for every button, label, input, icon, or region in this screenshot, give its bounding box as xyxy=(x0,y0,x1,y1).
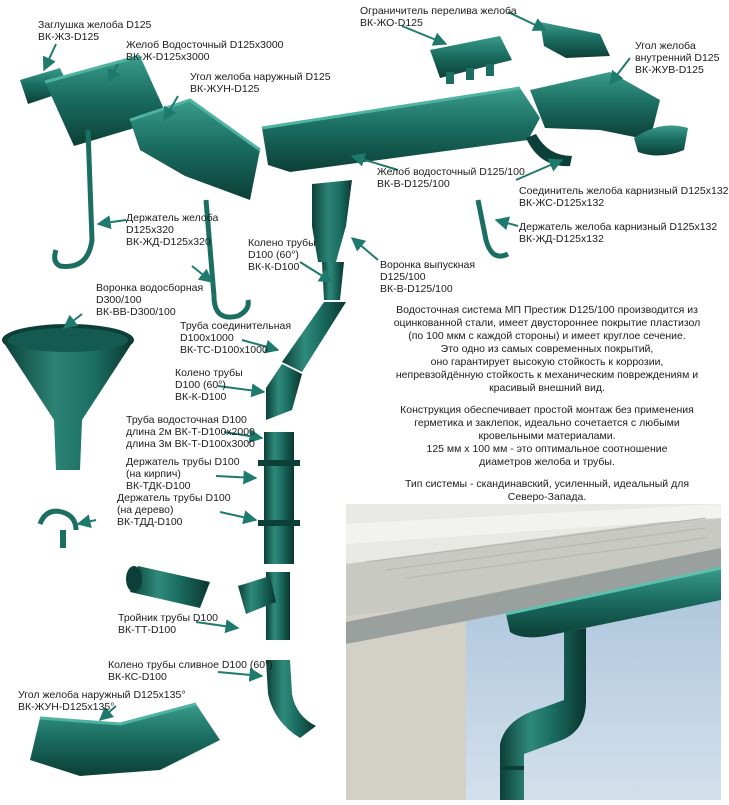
pipe-holder-part xyxy=(37,508,79,548)
label-gutter-3000-code: ВК-Ж-D125x3000 xyxy=(126,51,210,63)
description-paragraph-1: Водосточная система МП Престиж D125/100 … xyxy=(393,304,701,394)
label-outlet-funnel-code: ВК-В-D125/100 xyxy=(380,283,453,295)
eaves-connector-part xyxy=(526,134,572,167)
label-inner-corner-title: Угол желоба внутренний D125 xyxy=(635,40,720,64)
drain-elbow-part xyxy=(266,660,316,738)
label-pipe-elbow-mid: Колено трубы D100 (60°)ВК-К-D100 xyxy=(175,367,243,403)
end-cap-right xyxy=(634,125,688,156)
end-cap-part xyxy=(20,68,70,104)
label-outer-corner-code: ВК-ЖУН-D125 xyxy=(190,83,260,95)
label-connecting-pipe-title: Труба соединительная D100x1000 xyxy=(180,320,292,344)
pointer-arrows xyxy=(42,11,631,721)
label-downpipe-title: Труба водосточная D100 длина 2м ВК-Т-D10… xyxy=(126,414,255,438)
label-downpipe: Труба водосточная D100 длина 2м ВК-Т-D10… xyxy=(126,414,255,450)
collector-funnel-part xyxy=(2,324,134,470)
label-drain-elbow-code: ВК-КС-D100 xyxy=(108,671,167,683)
label-collector-funnel-code: ВК-ВВ-D300/100 xyxy=(96,306,176,318)
label-outer-corner-135: Угол желоба наружный D125x135°ВК-ЖУН-D12… xyxy=(18,689,186,713)
label-pipe-elbow-mid-code: ВК-К-D100 xyxy=(175,391,227,403)
label-overflow-limiter-title: Ограничитель перелива желоба xyxy=(360,5,517,17)
outer-corner-135-part xyxy=(30,702,220,776)
connecting-pipe-part xyxy=(282,302,346,372)
eaves-holder-part xyxy=(475,199,510,259)
outer-corner-part xyxy=(129,98,261,200)
label-connecting-pipe-code: ВК-ТС-D100x1000 xyxy=(180,344,268,356)
inner-corner-part xyxy=(530,72,660,140)
label-gutter-holder-title: Держатель желоба D125x320 xyxy=(126,212,219,236)
outlet-funnel-part xyxy=(312,180,352,262)
label-gutter-125-100-title: Желоб водосточный D125/100 xyxy=(377,166,525,178)
label-holder-brick: Держатель трубы D100 (на кирпич)ВК-ТДК-D… xyxy=(126,456,240,492)
label-holder-brick-code: ВК-ТДК-D100 xyxy=(126,480,191,492)
label-outlet-funnel-title: Воронка выпускная D125/100 xyxy=(380,259,476,283)
label-eaves-connector-title: Соединитель желоба карнизный D125x132 xyxy=(519,185,729,197)
label-eaves-holder-code: ВК-ЖД-D125x132 xyxy=(519,233,604,245)
label-outer-corner-135-title: Угол желоба наружный D125x135° xyxy=(18,689,186,701)
gutter-holder-part-2 xyxy=(203,199,251,320)
label-end-cap-title: Заглушка желоба D125 xyxy=(38,19,152,31)
label-downpipe-code: длина 3м ВК-Т-D100x3000 xyxy=(126,438,255,450)
tee-part xyxy=(238,572,290,640)
label-tee-code: ВК-ТТ-D100 xyxy=(118,624,177,636)
description-paragraph-3: Тип системы - скандинавский, усиленный, … xyxy=(404,478,690,503)
description-paragraph-2: Конструкция обеспечивает простой монтаж … xyxy=(400,404,694,468)
installed-gutter-photo xyxy=(346,504,722,800)
gutter-125-100-part xyxy=(261,86,540,172)
label-drain-elbow: Колено трубы сливное D100 (60°)ВК-КС-D10… xyxy=(108,659,273,683)
overflow-limiter-part xyxy=(430,36,512,84)
label-eaves-connector-code: ВК-ЖС-D125x132 xyxy=(519,197,605,209)
label-pipe-elbow-top-title: Колено трубы D100 (60°) xyxy=(248,237,316,261)
label-eaves-holder-title: Держатель желоба карнизный D125x132 xyxy=(519,221,718,233)
label-gutter-holder-code: ВК-ЖД-D125x320 xyxy=(126,236,211,248)
label-gutter-125-100-code: ВК-В-D125/100 xyxy=(377,178,450,190)
label-holder-wood: Держатель трубы D100 (на дерево)ВК-ТДД-D… xyxy=(117,492,231,528)
label-overflow-limiter-code: ВК-ЖО-D125 xyxy=(360,17,423,29)
pipe-elbow-top-part xyxy=(322,262,344,300)
label-pipe-elbow-mid-title: Колено трубы D100 (60°) xyxy=(175,367,243,391)
label-outer-corner-title: Угол желоба наружный D125 xyxy=(190,71,331,83)
label-outer-corner-135-code: ВК-ЖУН-D125x135° xyxy=(18,701,115,713)
downpipe-part xyxy=(258,432,300,564)
label-inner-corner-code: ВК-ЖУВ-D125 xyxy=(635,64,704,76)
inner-corner-piece xyxy=(540,22,610,58)
pipe-section-part xyxy=(126,566,210,608)
label-drain-elbow-title: Колено трубы сливное D100 (60°) xyxy=(108,659,273,671)
pipe-elbow-mid-part xyxy=(266,364,302,420)
label-holder-wood-code: ВК-ТДД-D100 xyxy=(117,516,183,528)
label-pipe-elbow-top-code: ВК-К-D100 xyxy=(248,261,300,273)
label-end-cap-code: ВК-ЖЗ-D125 xyxy=(38,31,100,43)
label-tee-title: Тройник трубы D100 xyxy=(118,612,219,624)
label-holder-wood-title: Держатель трубы D100 (на дерево) xyxy=(117,492,231,516)
label-holder-brick-title: Держатель трубы D100 (на кирпич) xyxy=(126,456,240,480)
label-gutter-3000-title: Желоб Водосточный D125x3000 xyxy=(126,39,284,51)
gutter-holder-part xyxy=(52,129,95,269)
label-pipe-elbow-top: Колено трубы D100 (60°)ВК-К-D100 xyxy=(248,237,316,273)
label-collector-funnel-title: Воронка водосборная D300/100 xyxy=(96,282,204,306)
